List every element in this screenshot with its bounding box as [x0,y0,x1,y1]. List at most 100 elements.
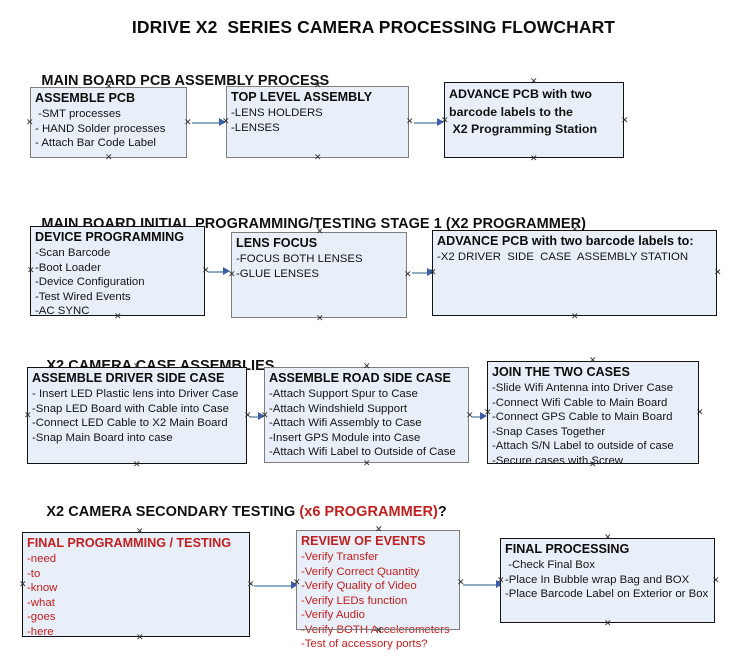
selection-handle[interactable] [314,154,321,161]
selection-handle[interactable] [184,119,191,126]
selection-handle[interactable] [714,269,721,276]
selection-handle[interactable] [133,461,140,468]
box-line: - Attach Bar Code Label [35,137,156,149]
box-assemble-driver-side-case[interactable]: ASSEMBLE DRIVER SIDE CASE - Insert LED P… [27,367,247,464]
connector-arrow-line [412,272,428,274]
box-line: -Verify Audio [301,609,365,621]
selection-handle[interactable] [314,82,321,89]
box-top-level-assembly[interactable]: TOP LEVEL ASSEMBLY -LENS HOLDERS -LENSES [226,86,409,158]
box-title: JOIN THE TWO CASES [492,365,630,379]
box-line: -GLUE LENSES [236,267,319,280]
box-assemble-road-side-case[interactable]: ASSEMBLE ROAD SIDE CASE -Attach Support … [264,367,469,463]
selection-handle[interactable] [114,222,121,229]
box-title: FINAL PROCESSING [505,542,630,556]
selection-handle[interactable] [293,579,300,586]
selection-handle[interactable] [375,526,382,533]
selection-handle[interactable] [429,269,436,276]
box-line: -Verify Correct Quantity [301,565,420,578]
connector-arrow-line [472,416,482,418]
selection-handle[interactable] [105,83,112,90]
selection-handle[interactable] [604,534,611,541]
connector-arrow-line [250,416,260,418]
selection-handle[interactable] [363,363,370,370]
selection-handle[interactable] [261,412,268,419]
box-line: -Connect GPS Cable to Main Board [492,411,673,423]
selection-handle[interactable] [316,315,323,322]
selection-handle[interactable] [621,117,628,124]
selection-handle[interactable] [604,620,611,627]
box-line: -X2 DRIVER SIDE CASE ASSEMBLY STATION [437,251,689,263]
box-line: -Place In Bubble wrap Bag and BOX [505,573,690,586]
box-line: -Place Barcode Label on Exterior or Box [505,588,709,600]
box-join-the-two-cases[interactable]: JOIN THE TWO CASES -Slide Wifi Antenna i… [487,361,699,467]
selection-handle[interactable] [105,154,112,161]
box-line: -AC SYNC [35,305,90,317]
box-line: -Snap Main Board into case [32,431,173,444]
box-lens-focus[interactable]: LENS FOCUS -FOCUS BOTH LENSES -GLUE LENS… [231,232,407,318]
selection-handle[interactable] [222,118,229,125]
box-line: -here [27,625,54,638]
box-review-of-events[interactable]: REVIEW OF EVENTS -Verify Transfer -Verif… [296,530,460,650]
box-line: -Verify Quality of Video [301,580,417,592]
selection-handle[interactable] [530,155,537,162]
selection-handle[interactable] [136,528,143,535]
selection-handle[interactable] [404,271,411,278]
box-title: ASSEMBLE ROAD SIDE CASE [269,371,451,385]
connector-arrow-line [463,584,497,586]
box-line: -LENSES [231,121,280,134]
selection-handle[interactable] [712,577,719,584]
connector-arrow-line [414,122,438,124]
box-title: TOP LEVEL ASSEMBLY [231,90,373,104]
connector-arrow-head [223,267,230,275]
box-line: -Attach Windshield Support [269,402,408,415]
selection-handle[interactable] [406,118,413,125]
selection-handle[interactable] [363,460,370,467]
box-line: -Check Final Box [505,559,595,571]
box-device-programming[interactable]: DEVICE PROGRAMMING -Scan Barcode -Boot L… [30,226,205,317]
selection-handle[interactable] [26,119,33,126]
selection-handle[interactable] [19,581,26,588]
section-header-x2-camera-secondary-testing: X2 CAMERA SECONDARY TESTING (x6 PROGRAMM… [30,488,447,536]
box-line: -Attach Wifi Label to Outside of Case [269,446,456,458]
selection-handle[interactable] [484,409,491,416]
box-line: -Scan Barcode [35,247,111,259]
selection-handle[interactable] [589,357,596,364]
box-title: DEVICE PROGRAMMING [35,230,185,244]
selection-handle[interactable] [441,117,448,124]
box-title: FINAL PROGRAMMING / TESTING [27,536,232,550]
selection-handle[interactable] [571,313,578,320]
selection-handle[interactable] [375,627,382,634]
selection-handle[interactable] [571,226,578,233]
selection-handle[interactable] [228,271,235,278]
box-title: REVIEW OF EVENTS [301,534,426,548]
box-line: - Insert LED Plastic lens into Driver Ca… [32,388,239,400]
box-title: LENS FOCUS [236,236,318,250]
section-header-main-board-pcb-assembly: MAIN BOARD PCB ASSEMBLY PROCESS [25,57,329,105]
box-line: -Secure cases with Screw [492,454,624,467]
selection-handle[interactable] [497,577,504,584]
box-line: barcode labels to the [449,105,573,119]
box-assemble-pcb[interactable]: ASSEMBLE PCB -SMT processes - HAND Solde… [30,87,187,158]
selection-handle[interactable] [247,581,254,588]
selection-handle[interactable] [136,634,143,641]
box-line: -Slide Wifi Antenna into Driver Case [492,382,674,394]
box-line: -Boot Loader [35,261,101,274]
selection-handle[interactable] [589,461,596,468]
selection-handle[interactable] [24,412,31,419]
box-final-programming-testing[interactable]: FINAL PROGRAMMING / TESTING -need -to -k… [22,532,250,638]
selection-handle[interactable] [133,363,140,370]
selection-handle[interactable] [696,409,703,416]
box-advance-pcb-to-x2-programming-station[interactable]: ADVANCE PCB with two barcode labels to t… [444,82,624,158]
box-line: -Verify BOTH Accelerometers [301,623,450,636]
box-advance-pcb-to-driver-side-case-station[interactable]: ADVANCE PCB with two barcode labels to: … [432,230,717,316]
box-line: -Test Wired Events [35,290,131,303]
selection-handle[interactable] [316,228,323,235]
box-line: -Snap LED Board with Cable into Case [32,402,229,415]
selection-handle[interactable] [530,78,537,85]
box-title: ASSEMBLE PCB [35,91,136,105]
box-final-processing[interactable]: FINAL PROCESSING -Check Final Box -Place… [500,538,715,623]
selection-handle[interactable] [114,313,121,320]
connector-arrow-line [254,585,292,587]
selection-handle[interactable] [27,267,34,274]
